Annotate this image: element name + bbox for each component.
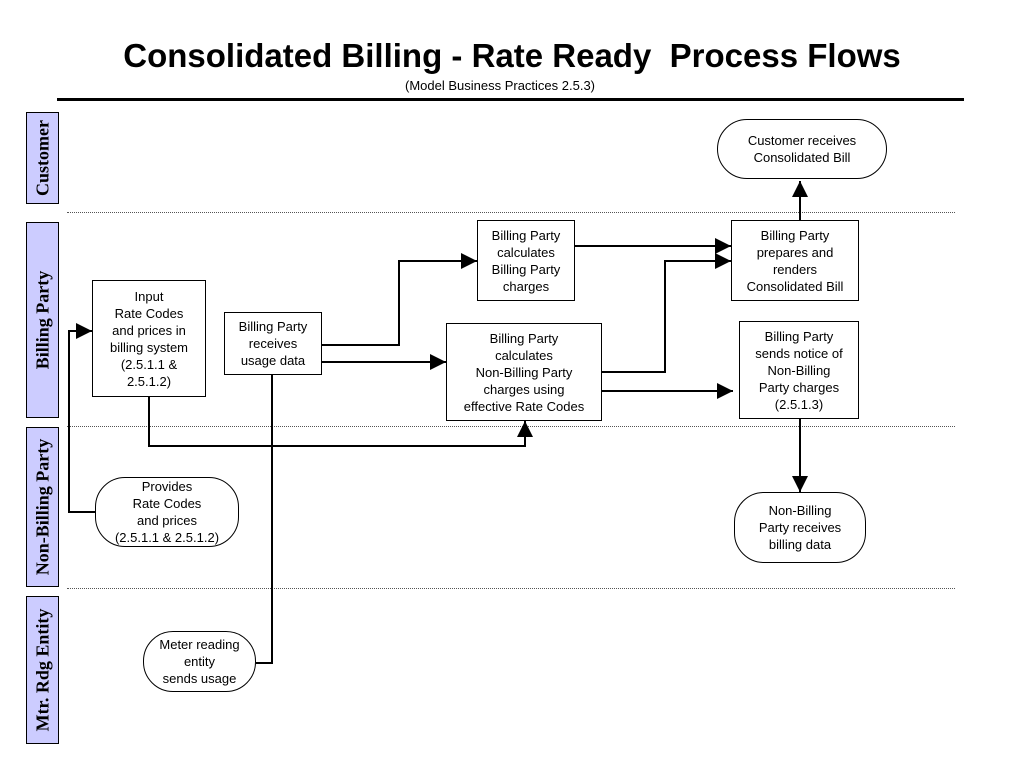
node-bp-calculates-bp-charges: Billing Party calculates Billing Party c… <box>477 220 575 301</box>
node-nbp-receives-billing-data: Non-Billing Party receives billing data <box>734 492 866 563</box>
lane-customer: Customer <box>26 112 59 204</box>
lane-non-billing-party: Non-Billing Party <box>26 427 59 587</box>
lane-billing-party-label: Billing Party <box>32 270 52 370</box>
arrow-calc-nbp-to-prepares <box>602 253 731 373</box>
lane-mtr-rdg-entity-label: Mtr. Rdg Entity <box>32 608 52 732</box>
node-bp-sends-notice: Billing Party sends notice of Non-Billin… <box>739 321 859 419</box>
lane-customer-label: Customer <box>32 120 52 196</box>
title-rule <box>57 98 964 101</box>
node-customer-receives-bill: Customer receives Consolidated Bill <box>717 119 887 179</box>
node-meter-reading-entity: Meter reading entity sends usage <box>143 631 256 692</box>
node-input-rate-codes: Input Rate Codes and prices in billing s… <box>92 280 206 397</box>
lane-separator <box>67 426 955 427</box>
node-bp-receives-usage: Billing Party receives usage data <box>224 312 322 375</box>
node-bp-calculates-nbp-charges: Billing Party calculates Non-Billing Par… <box>446 323 602 421</box>
page-title: Consolidated Billing - Rate Ready Proces… <box>123 37 901 74</box>
lane-separator <box>67 588 955 589</box>
arrow-meter-to-receives-usage <box>256 359 280 664</box>
node-provides-rate-codes: Provides Rate Codes and prices (2.5.1.1 … <box>95 477 239 547</box>
lane-billing-party: Billing Party <box>26 222 59 418</box>
lane-separator <box>67 212 955 213</box>
page-subtitle: (Model Business Practices 2.5.3) <box>404 78 596 93</box>
lane-mtr-rdg-entity: Mtr. Rdg Entity <box>26 596 59 744</box>
node-bp-prepares-bill: Billing Party prepares and renders Conso… <box>731 220 859 301</box>
lane-non-billing-party-label: Non-Billing Party <box>32 438 52 576</box>
